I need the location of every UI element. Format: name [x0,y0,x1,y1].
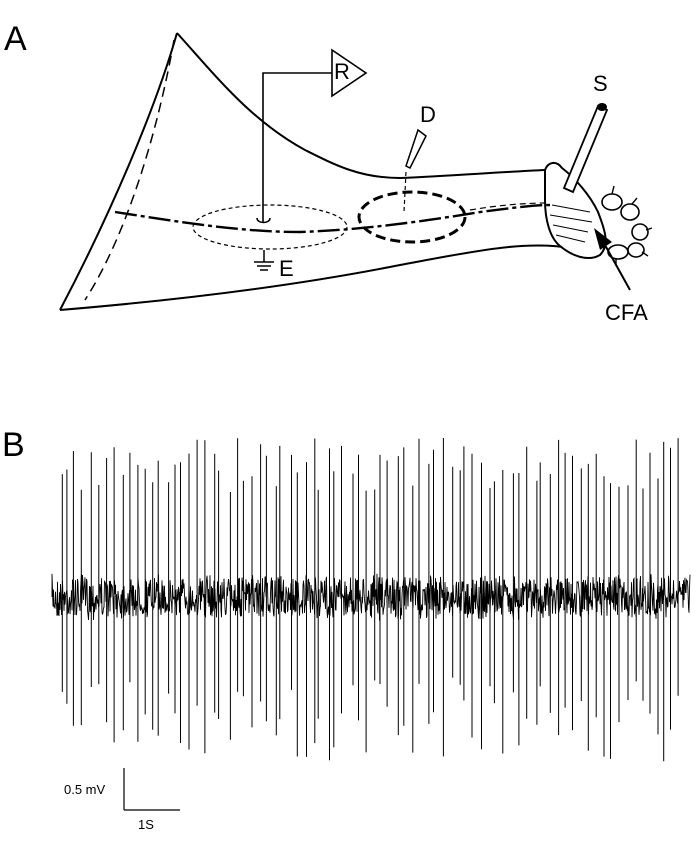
scale-bar-voltage-label: 0.5 mV [64,782,106,797]
recording-zone [192,204,348,250]
stimulating-electrode-tip [597,103,607,111]
scale-bar-time-label: 1S [138,817,154,832]
nerve [114,203,551,234]
limb-outline-back [59,32,178,311]
recording-trace [51,438,691,762]
stimulation-electrode-label: S [593,71,608,96]
injection-label: CFA [605,300,648,325]
desheath-label: D [420,102,436,127]
limb-outline-back-dash [84,39,175,301]
stimulating-electrode [562,104,609,194]
cfa-arrow-shaft [604,244,631,291]
desheath-probe [405,128,427,170]
ground-label: E [279,256,294,281]
panel-a-letter: A [4,20,27,58]
panel-b-letter: B [2,426,25,464]
recording-electrode-label: R [334,59,350,84]
scale-bar [123,768,180,811]
noise-band [51,573,691,621]
paw-toes [601,193,649,260]
limb-outline-upper [176,32,546,180]
ground-icon [254,250,274,271]
nerve-distal [469,202,549,211]
cfa-arrow-head [594,228,612,250]
desheath-zone [357,190,467,244]
amplifier-triangle [331,48,368,98]
paw-claws [611,185,653,266]
paw-shading [549,204,593,243]
limb-outline-lower [59,244,571,311]
recording-electrode-hook [256,217,271,224]
recording-electrode-wire [262,72,338,222]
